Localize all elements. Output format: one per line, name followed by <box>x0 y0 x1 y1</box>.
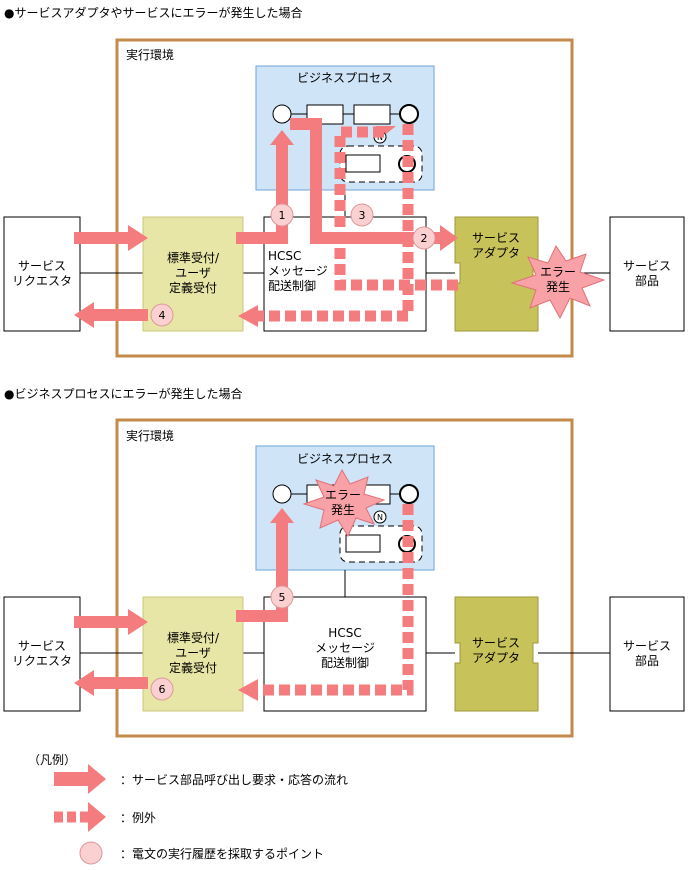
service-adapter-label-2: アダプタ <box>472 245 520 260</box>
error-label-2: 発生 <box>546 280 570 294</box>
legend-flow-arrow <box>54 764 106 794</box>
exception-path-process <box>258 504 414 696</box>
service-requester-box <box>3 596 81 712</box>
execution-env-label: 実行環境 <box>126 428 174 443</box>
legend-title: （凡例） <box>28 753 76 767</box>
error-burst <box>510 244 606 320</box>
section-1: ●サービスアダプタやサービスにエラーが発生した場合 実行環境 ビジネスプロセス … <box>3 5 685 358</box>
hcsc-label-2: メッセージ <box>315 641 375 655</box>
service-component-box <box>609 596 685 712</box>
process-start-node <box>272 104 292 124</box>
trace-point-6 <box>150 677 174 701</box>
reception-label-2: ユーザ <box>175 266 211 280</box>
hcsc-label-1: HCSC <box>328 626 361 640</box>
legend-point-label: ：電文の実行履歴を採取するポイント <box>120 846 324 861</box>
reception-label-1: 標準受付/ <box>167 630 220 645</box>
service-component-box <box>609 216 685 332</box>
error-burst <box>302 468 386 538</box>
service-component-label-1: サービス <box>623 259 671 273</box>
process-end-node <box>399 104 419 124</box>
reception-label-3: 定義受付 <box>169 280 217 295</box>
legend-exception-head <box>88 802 106 832</box>
trace-points: 1 3 2 4 <box>150 203 436 327</box>
trace-points: 5 6 <box>150 585 294 701</box>
flow-arrow-request <box>74 609 148 635</box>
trace-point-4 <box>150 303 174 327</box>
service-requester-label-2: リクエスタ <box>12 274 72 288</box>
legend-exception-label: ：例外 <box>120 811 156 825</box>
service-adapter-box <box>454 596 539 712</box>
service-adapter-label-1: サービス <box>472 636 520 650</box>
exception-path-process <box>258 124 414 322</box>
svg-text:3: 3 <box>359 209 366 222</box>
hcsc-label-3: 配送制御 <box>321 655 369 670</box>
process-end-node <box>399 484 419 504</box>
hcsc-label-1: HCSC <box>268 249 301 263</box>
error-label-1: エラー <box>325 488 361 502</box>
legend: （凡例） ：サービス部品呼び出し要求・応答の流れ ：例外 ：電文の実行履歴を採取… <box>28 753 348 865</box>
service-requester-label-1: サービス <box>18 259 66 273</box>
process-handler-activity <box>345 534 381 553</box>
flow-arrow-to-adapter <box>290 118 458 251</box>
exception-paths <box>258 124 458 322</box>
flow-arrow-response <box>74 302 148 328</box>
trace-point-1 <box>270 203 294 227</box>
trace-point-5 <box>270 585 294 609</box>
section-2-title: ●ビジネスプロセスにエラーが発生した場合 <box>4 386 242 401</box>
hcsc-label-2: メッセージ <box>268 264 328 278</box>
service-requester-label-1: サービス <box>18 639 66 653</box>
flow-arrow-response <box>74 670 148 696</box>
error-label-1: エラー <box>540 265 576 279</box>
reception-label-1: 標準受付/ <box>167 250 220 265</box>
process-handler-activity <box>345 154 381 173</box>
trace-point-3 <box>350 203 374 227</box>
exception-arrowhead <box>238 679 258 701</box>
legend-flow-label: ：サービス部品呼び出し要求・応答の流れ <box>120 772 348 787</box>
business-process-label: ビジネスプロセス <box>297 452 393 466</box>
section-1-title: ●サービスアダプタやサービスにエラーが発生した場合 <box>4 5 302 20</box>
trace-point-2 <box>412 226 436 250</box>
service-component-label-1: サービス <box>623 639 671 653</box>
error-label-2: 発生 <box>331 503 355 517</box>
svg-text:N: N <box>377 513 383 522</box>
service-component-label-2: 部品 <box>635 273 659 288</box>
svg-text:6: 6 <box>159 683 166 696</box>
svg-text:1: 1 <box>279 209 286 222</box>
reception-label-3: 定義受付 <box>169 660 217 675</box>
service-requester-box <box>3 216 81 332</box>
service-requester-label-2: リクエスタ <box>12 654 72 668</box>
exception-arrowhead-process <box>376 126 396 134</box>
process-activity-2 <box>353 104 391 125</box>
execution-env-frame <box>115 38 574 358</box>
svg-text:2: 2 <box>421 232 428 245</box>
service-component-label-2: 部品 <box>635 653 659 668</box>
process-start-node <box>272 484 292 504</box>
svg-text:4: 4 <box>159 309 166 322</box>
service-adapter-label-2: アダプタ <box>472 650 520 665</box>
process-exception-marker <box>373 510 387 524</box>
service-adapter-label-1: サービス <box>472 231 520 245</box>
execution-env-label: 実行環境 <box>126 47 174 62</box>
reception-label-2: ユーザ <box>175 646 211 660</box>
flow-arrow-request <box>74 225 148 251</box>
business-process-label: ビジネスプロセス <box>297 71 393 85</box>
hcsc-label-3: 配送制御 <box>268 278 316 293</box>
svg-text:5: 5 <box>279 591 286 604</box>
section-2: ●ビジネスプロセスにエラーが発生した場合 実行環境 ビジネスプロセス N サービ… <box>3 386 685 738</box>
execution-env-frame <box>115 418 574 738</box>
legend-point-icon <box>79 841 103 865</box>
exception-arrowhead <box>238 305 258 327</box>
